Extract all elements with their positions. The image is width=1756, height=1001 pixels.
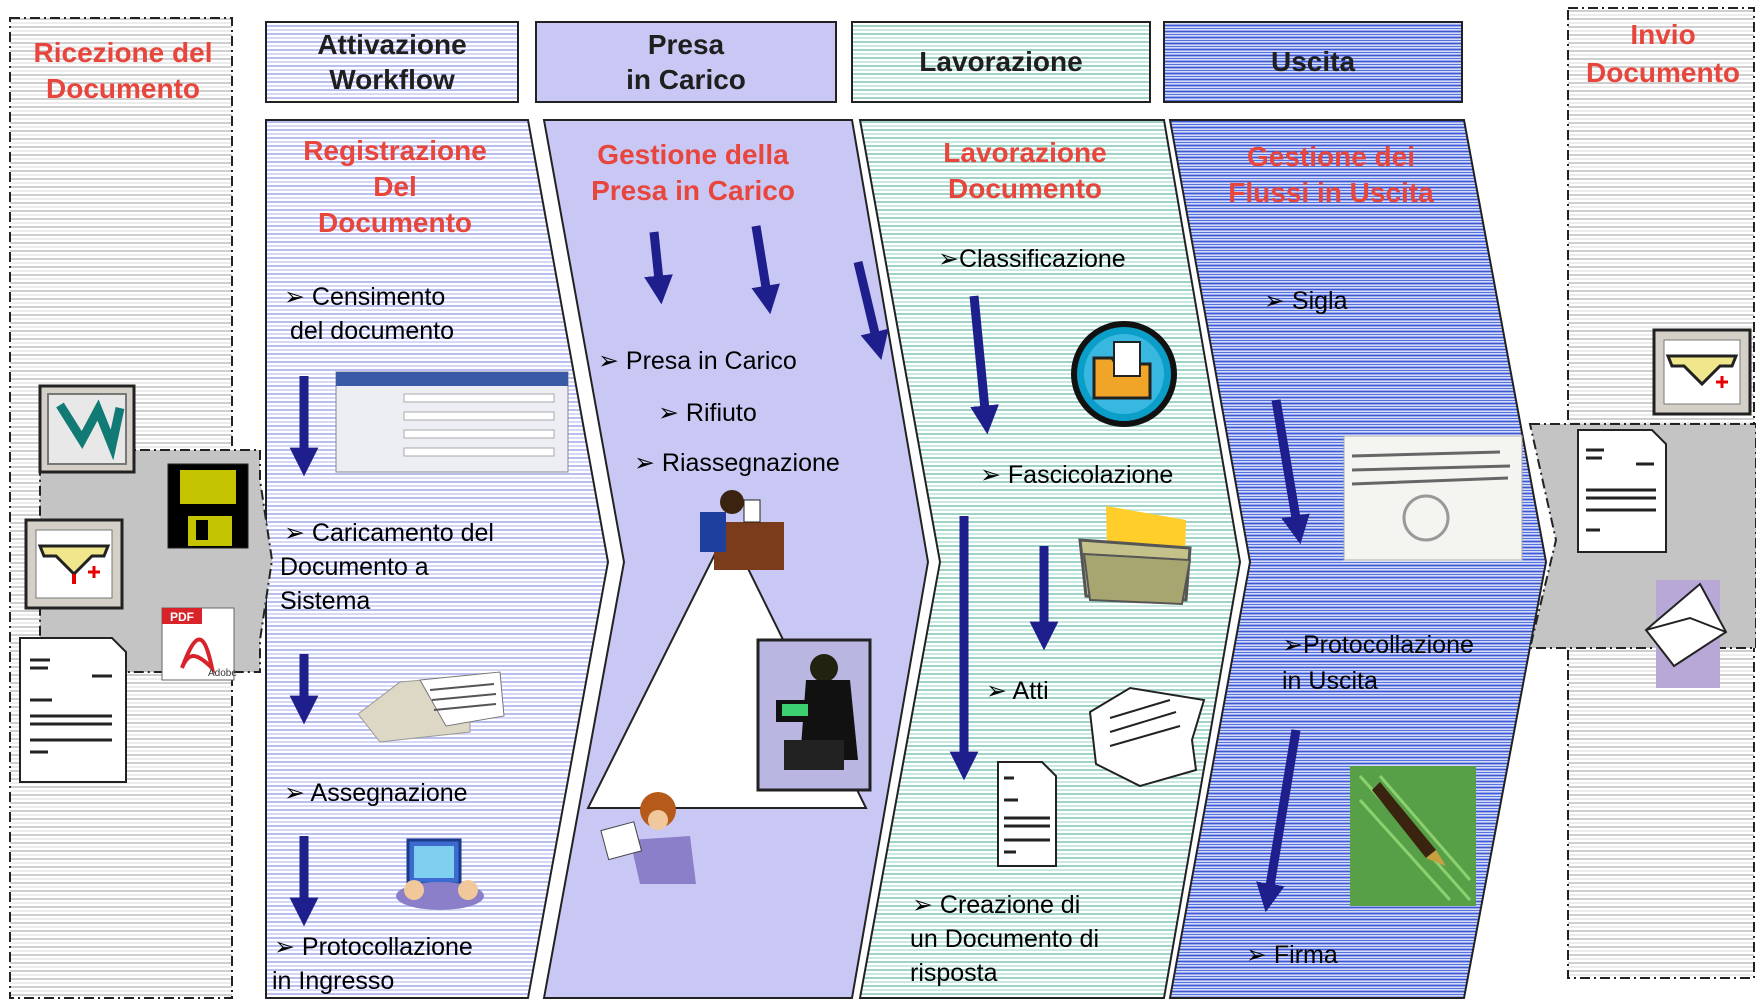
header-attivazione-line2: Workflow xyxy=(329,64,455,95)
document-icon xyxy=(997,761,1057,867)
stamp-document-icon xyxy=(1343,435,1523,561)
phase3-title-line2: Documento xyxy=(948,173,1102,204)
header-box-uscita xyxy=(1163,21,1463,103)
open-folder-icon xyxy=(1071,321,1177,427)
header-box-presa xyxy=(535,21,837,103)
phase3-title-line1: Lavorazione xyxy=(943,137,1107,168)
arrow-down xyxy=(1271,399,1310,545)
arrow-down xyxy=(969,295,999,435)
phase1-item2-line3: Sistema xyxy=(280,587,371,615)
arrow-down xyxy=(853,260,889,361)
scanner-icon xyxy=(357,671,505,743)
phase3-item4-line1: ➢ Creazione di xyxy=(912,891,1081,919)
phase2-item3: ➢ Riassegnazione xyxy=(634,449,840,477)
phase3-item1: ➢Classificazione xyxy=(938,245,1126,273)
adobe-label: Adobe xyxy=(208,668,237,679)
phase-registrazione xyxy=(265,119,610,999)
phase1-title-line1: Registrazione xyxy=(303,135,487,166)
phase1-item3: ➢ Assegnazione xyxy=(284,779,468,807)
phase1-item1-line1: ➢ Censimento xyxy=(284,283,446,311)
printer-icon xyxy=(1088,686,1206,788)
mail-inbox-icon xyxy=(24,518,124,610)
computer-user-icon xyxy=(396,838,484,910)
laptop-worker-icon xyxy=(756,638,872,792)
phase3-item4-line3: risposta xyxy=(910,959,998,987)
phase1-title-line3: Documento xyxy=(318,207,472,238)
arrow-down xyxy=(1256,729,1301,913)
pdf-icon: PDF Adobe xyxy=(161,607,237,681)
header-attivazione-line1: Attivazione xyxy=(317,29,467,60)
phase4-item1: ➢ Sigla xyxy=(1264,287,1348,315)
phase4-item2-line1: ➢Protocollazione xyxy=(1282,631,1474,659)
phase3-item2: ➢ Fascicolazione xyxy=(980,461,1174,489)
phase2-item2: ➢ Rifiuto xyxy=(658,399,757,427)
phase1-item2-line2: Documento a xyxy=(280,553,429,581)
header-presa-line2: in Carico xyxy=(626,64,746,95)
phase1-title-line2: Del xyxy=(373,171,417,202)
header-presa-line1: Presa xyxy=(647,29,725,60)
phase1-item1-line2: del documento xyxy=(290,317,455,345)
phase2-title-line1: Gestione della xyxy=(597,139,789,170)
mail-inbox-icon xyxy=(1652,328,1752,416)
phase4-item2-line2: in Uscita xyxy=(1282,667,1378,695)
fountain-pen-icon xyxy=(1350,766,1476,906)
flow-arrows xyxy=(289,225,1310,927)
pdf-label: PDF xyxy=(170,610,194,624)
phase3-item3: ➢ Atti xyxy=(986,677,1049,705)
phase1-item4-line1: ➢ Protocollazione xyxy=(274,933,473,961)
word-document-icon xyxy=(38,384,136,474)
header-box-lavorazione xyxy=(851,21,1151,103)
left-side-title-line2: Documento xyxy=(46,73,200,104)
phase2-item1: ➢ Presa in Carico xyxy=(598,347,797,375)
paper-document-icon xyxy=(1577,429,1667,553)
left-side-title-line1: Ricezione del xyxy=(33,37,213,68)
phase3-item4-line2: un Documento di xyxy=(910,925,1100,953)
paper-document-icon xyxy=(19,637,127,783)
phase1-item4-line2: in Ingresso xyxy=(272,967,395,995)
phase4-item3: ➢ Firma xyxy=(1246,941,1338,969)
office-worker-icon xyxy=(700,490,784,570)
folder-icon xyxy=(1078,506,1192,606)
arrow-down xyxy=(644,231,673,305)
header-box-attivazione xyxy=(265,21,519,103)
header-uscita: Uscita xyxy=(1270,46,1356,77)
envelope-icon xyxy=(1644,580,1728,688)
floppy-disk-icon xyxy=(167,463,249,549)
form-screenshot-icon xyxy=(335,371,569,473)
phase4-title-line1: Gestione dei xyxy=(1246,141,1416,172)
woman-reading-icon xyxy=(600,792,696,884)
right-side-title-line1: Invio xyxy=(1630,19,1696,50)
arrow-down xyxy=(751,225,780,315)
phase4-title-line2: Flussi in Uscita xyxy=(1228,177,1434,208)
right-side-title-line2: Documento xyxy=(1586,57,1740,88)
phase1-item2-line1: ➢ Caricamento del xyxy=(284,519,494,547)
phase2-title-line2: Presa in Carico xyxy=(591,175,795,206)
header-lavorazione: Lavorazione xyxy=(919,46,1083,77)
